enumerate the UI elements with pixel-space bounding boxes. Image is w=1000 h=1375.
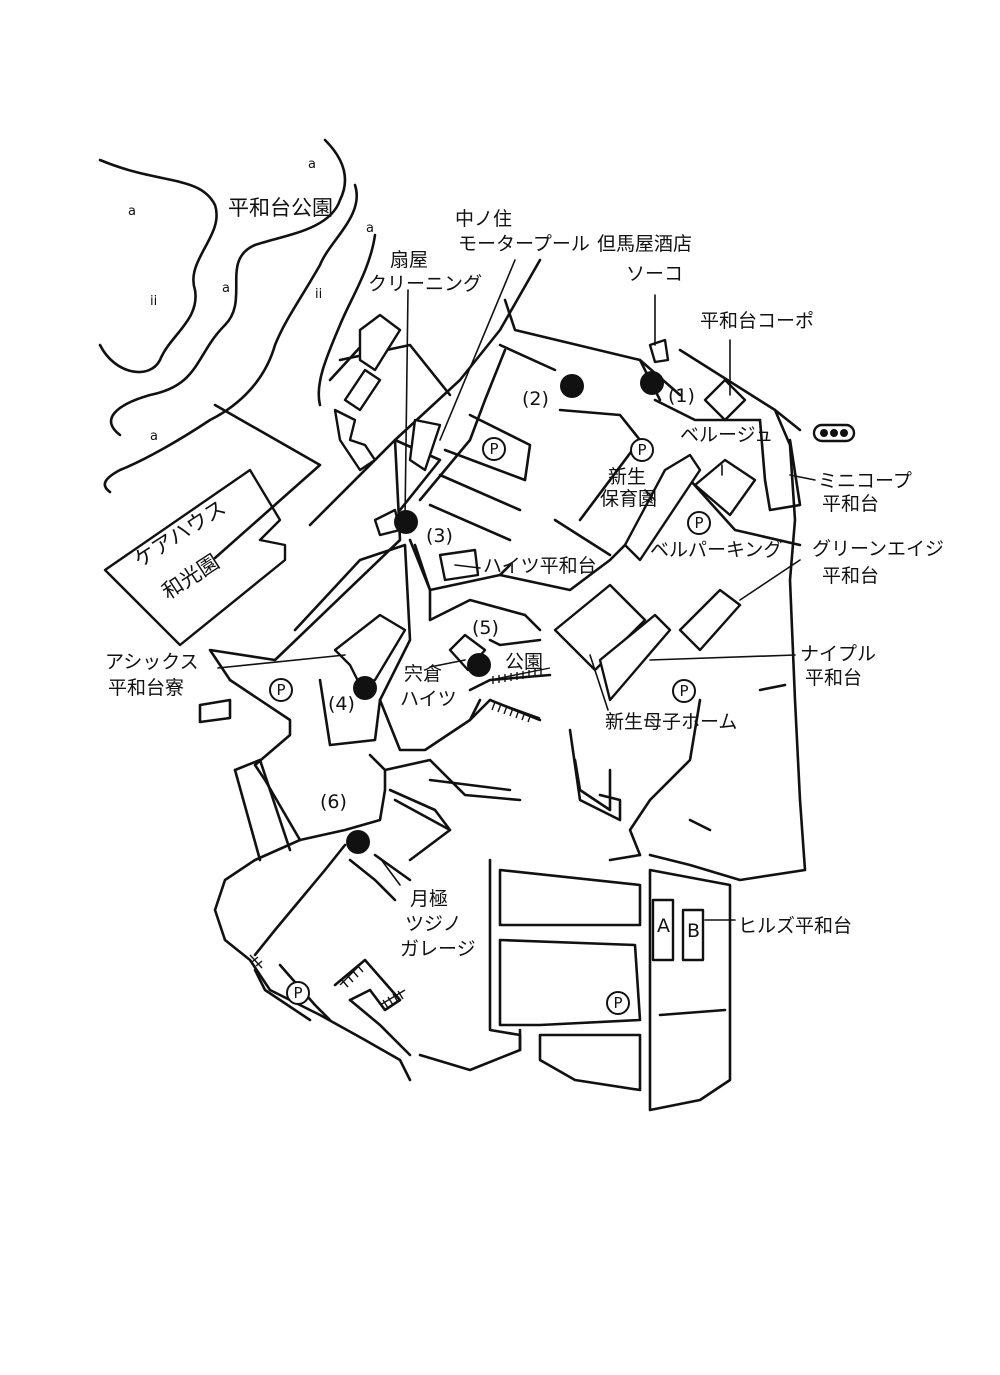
- svg-text:a: a: [308, 157, 316, 172]
- label-park: 公園: [505, 651, 543, 673]
- label-green-age-1: グリーンエイジ: [812, 538, 944, 560]
- svg-text:ii: ii: [150, 294, 157, 309]
- leader-lines: [217, 259, 816, 921]
- tree-marks: a a a a ii ii a: [128, 157, 374, 444]
- place-labels: 平和台公園 中ノ住 モータープール 但馬屋酒店 ソーコ 扇屋 クリーニング 平和…: [105, 196, 944, 960]
- traffic-light-icon: [812, 423, 856, 443]
- label-shinsei-hoikuen-2: 保育園: [600, 488, 657, 510]
- marker-label-5: (5): [472, 617, 499, 639]
- marker-label-2: (2): [522, 388, 549, 410]
- parking-symbols: P P P P P P P: [269, 437, 711, 1015]
- svg-text:a: a: [222, 281, 230, 296]
- park-contours: [98, 138, 377, 494]
- svg-text:P: P: [489, 440, 498, 458]
- svg-text:P: P: [679, 682, 688, 700]
- label-shinsei-hoikuen-1: 新生: [608, 466, 646, 488]
- marker-dot-6: [346, 830, 370, 854]
- label-building-b: B: [687, 920, 700, 942]
- label-minicoop-1: ミニコープ: [818, 470, 912, 492]
- parking-icon: P: [269, 678, 293, 702]
- svg-text:a: a: [366, 221, 374, 236]
- parking-icon: P: [687, 511, 711, 535]
- svg-text:P: P: [293, 984, 302, 1002]
- label-naipuru-1: ナイプル: [800, 643, 876, 665]
- parking-icon: P: [286, 981, 310, 1005]
- label-bell-parking: ベルパーキング: [650, 539, 782, 561]
- label-tajimaya-1: 但馬屋酒店: [597, 233, 692, 255]
- label-naipuru-2: 平和台: [805, 667, 862, 689]
- label-asics-2: 平和台寮: [108, 677, 184, 699]
- label-minicoop-2: 平和台: [822, 493, 879, 515]
- marker-dot-1: [640, 371, 664, 395]
- svg-text:P: P: [694, 514, 703, 532]
- parking-icon: P: [482, 437, 506, 461]
- label-building-a: A: [657, 915, 670, 937]
- label-nakanozumi-2: モータープール: [458, 233, 590, 255]
- label-ogiya-1: 扇屋: [390, 249, 428, 271]
- marker-label-3: (3): [426, 525, 453, 547]
- label-shishikura-2: ハイツ: [400, 688, 457, 710]
- label-shinsei-boshi: 新生母子ホーム: [605, 711, 737, 733]
- label-tsukigime-1: 月極: [410, 888, 448, 910]
- label-bellage: ベルージュ: [680, 424, 773, 446]
- parking-icon: P: [606, 991, 630, 1015]
- label-shishikura-1: 宍倉: [404, 663, 442, 685]
- parking-icon: P: [672, 679, 696, 703]
- numbered-markers: (1) (2) (3) (4) (5) (6): [320, 371, 695, 854]
- label-ogiya-2: クリーニング: [368, 273, 482, 295]
- marker-dot-4: [353, 676, 377, 700]
- buildings: [333, 313, 757, 962]
- marker-label-4: (4): [328, 693, 355, 715]
- label-tsukigime-2: ツジノ: [405, 913, 462, 935]
- marker-dot-3: [394, 510, 418, 534]
- label-hills-heiwadai: ヒルズ平和台: [738, 915, 852, 937]
- label-tsukigime-3: ガレージ: [400, 938, 476, 960]
- label-green-age-2: 平和台: [822, 565, 879, 587]
- marker-label-6: (6): [320, 791, 347, 813]
- svg-text:a: a: [150, 429, 158, 444]
- label-asics-1: アシックス: [105, 651, 199, 673]
- label-heiwadai-copo: 平和台コーポ: [700, 310, 814, 332]
- label-tajimaya-2: ソーコ: [626, 263, 683, 285]
- stairs: [249, 667, 551, 1009]
- label-nakanozumi-1: 中ノ住: [455, 208, 512, 230]
- svg-text:a: a: [128, 204, 136, 219]
- svg-text:P: P: [613, 994, 622, 1012]
- marker-dot-2: [560, 374, 584, 398]
- label-heights-heiwadai: ハイツ平和台: [483, 555, 597, 577]
- roads: [103, 258, 807, 1112]
- svg-text:P: P: [276, 681, 285, 699]
- label-heiwadai-park: 平和台公園: [228, 196, 333, 220]
- svg-text:ii: ii: [315, 287, 322, 302]
- marker-label-1: (1): [668, 385, 695, 407]
- marker-dot-5: [467, 653, 491, 677]
- svg-text:P: P: [637, 441, 646, 459]
- parking-icon: P: [630, 438, 654, 462]
